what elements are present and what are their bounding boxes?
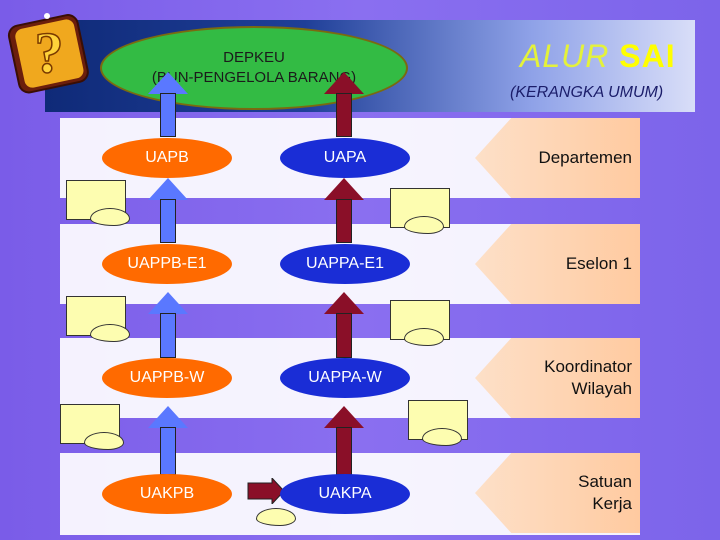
depkeu-node: DEPKEU (BUN-PENGELOLA BARANG) <box>100 26 408 110</box>
document-icon <box>390 300 450 346</box>
up-arrow-icon <box>148 178 188 200</box>
up-arrow-shaft <box>336 93 352 137</box>
up-arrow-shaft <box>336 427 352 475</box>
question-mark-logo-icon: ? <box>7 13 89 94</box>
up-arrow-shaft <box>160 93 176 137</box>
up-arrow-icon <box>324 178 364 200</box>
level-label-eselon: Eselon 1 <box>475 224 640 304</box>
node-uakpb: UAKPB <box>102 474 232 514</box>
up-arrow-icon <box>324 406 364 428</box>
svg-text:?: ? <box>35 20 64 85</box>
up-arrow-shaft <box>336 313 352 358</box>
document-icon <box>390 188 450 234</box>
node-uapa: UAPA <box>280 138 410 178</box>
document-icon <box>60 404 124 450</box>
document-icon <box>408 400 468 446</box>
up-arrow-shaft <box>160 313 176 358</box>
right-arrow-icon <box>247 478 285 504</box>
document-icon <box>66 180 130 226</box>
up-arrow-shaft <box>160 427 176 475</box>
document-icon <box>66 296 130 342</box>
page-subtitle: (KERANGKA UMUM) <box>510 84 664 101</box>
node-uapb: UAPB <box>102 138 232 178</box>
node-uappa-e1: UAPPA-E1 <box>280 244 410 284</box>
node-uappa-w: UAPPA-W <box>280 358 410 398</box>
up-arrow-icon <box>148 292 188 314</box>
up-arrow-icon <box>324 72 364 94</box>
up-arrow-icon <box>148 72 188 94</box>
depkeu-node-line1: DEPKEU <box>223 49 285 66</box>
up-arrow-shaft <box>336 199 352 243</box>
up-arrow-icon <box>148 406 188 428</box>
document-icon <box>256 508 296 526</box>
page-title: ALUR SAI <box>520 38 676 74</box>
up-arrow-icon <box>324 292 364 314</box>
up-arrow-shaft <box>160 199 176 243</box>
node-uappb-e1: UAPPB-E1 <box>102 244 232 284</box>
node-uappb-w: UAPPB-W <box>102 358 232 398</box>
level-label-departemen: Departemen <box>475 118 640 198</box>
depkeu-node-line2: (BUN-PENGELOLA BARANG) <box>151 69 357 86</box>
node-uakpa: UAKPA <box>280 474 410 514</box>
